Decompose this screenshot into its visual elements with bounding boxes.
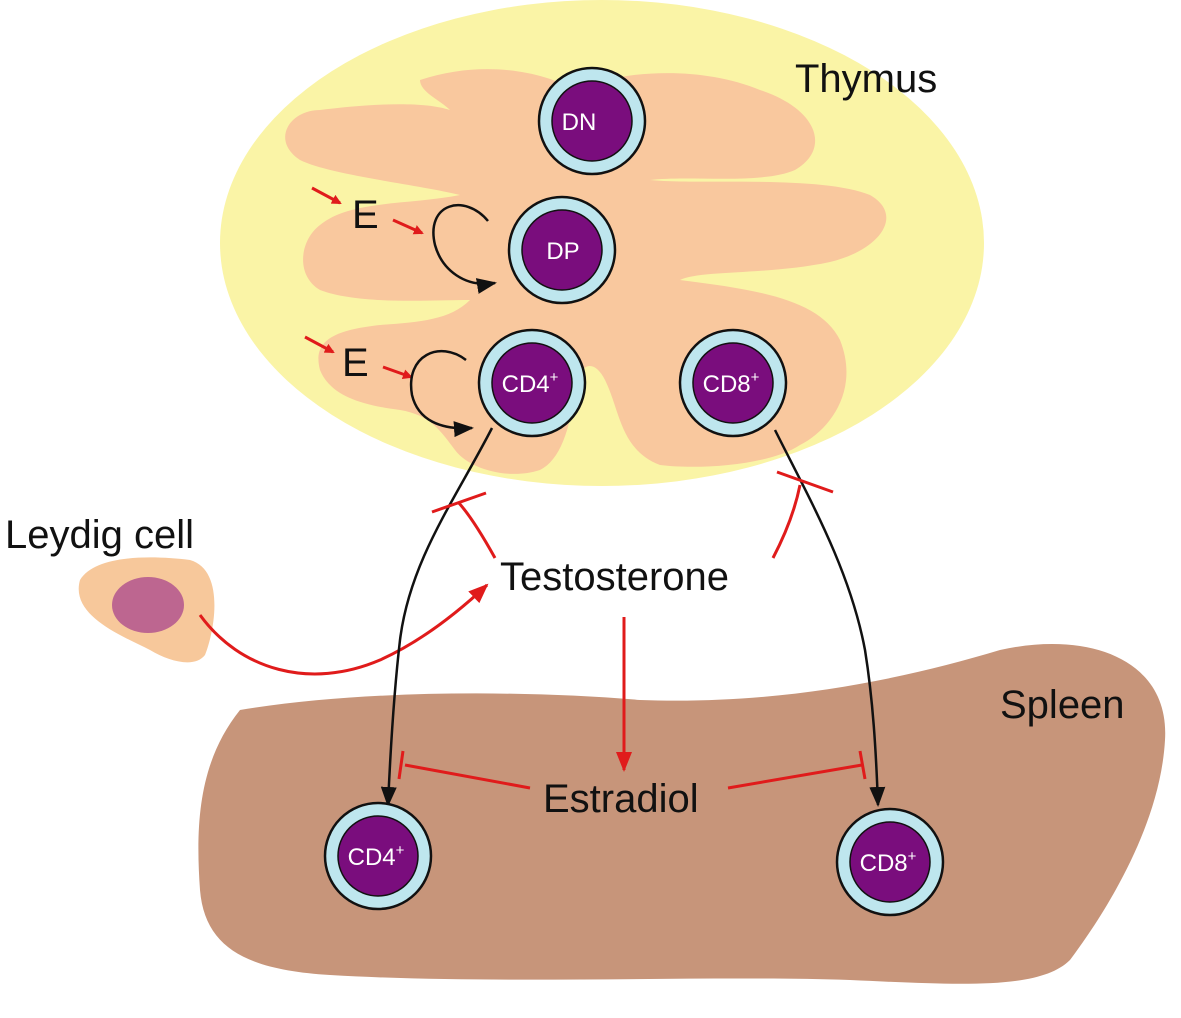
estradiol-label: Estradiol — [543, 777, 699, 821]
testosterone-inhibit-cd4 — [456, 500, 497, 559]
estradiol-inhibit-cd8 — [727, 763, 863, 790]
cell-cd8-thymus-sup: + — [751, 369, 760, 386]
cell-cd8-thymus-label: CD8 — [703, 371, 751, 398]
e2-input-arrow — [304, 335, 335, 354]
cell-dp: DP — [507, 195, 617, 305]
cell-cd8-spleen-sup: + — [908, 848, 917, 865]
svg-text:CD4+: CD4+ — [502, 369, 559, 398]
e1-input-arrow — [311, 186, 342, 205]
cd8-migration-arrow — [773, 429, 886, 807]
cell-dn-label: DN — [562, 109, 597, 136]
cell-cd4-spleen-sup: + — [396, 842, 405, 859]
estradiol-inhibit-cd4 — [404, 763, 531, 790]
cd4-proliferation-loop — [409, 349, 474, 438]
estradiol-inhibit-cd4-bar — [397, 750, 405, 780]
cell-dn: DN — [537, 66, 647, 176]
e2-label: E — [342, 341, 369, 385]
svg-text:CD4+: CD4+ — [348, 842, 405, 871]
e1-label: E — [352, 193, 379, 237]
estradiol-inhibit-cd8-bar — [858, 750, 867, 780]
svg-text:CD8+: CD8+ — [860, 848, 917, 877]
cell-cd8-spleen: CD8+ — [835, 807, 945, 917]
testosterone-inhibit-cd8 — [771, 484, 802, 559]
cell-cd4-spleen-label: CD4 — [348, 844, 396, 871]
leydig-nucleus — [112, 577, 184, 633]
testosterone-inhibit-cd8-bar — [776, 470, 834, 494]
cell-cd4-thymus-label: CD4 — [502, 371, 550, 398]
testosterone-label: Testosterone — [500, 555, 729, 599]
svg-text:CD8+: CD8+ — [703, 369, 760, 398]
cd4-migration-arrow — [380, 427, 494, 807]
leydig-to-testosterone-arrow — [198, 583, 489, 676]
e1-output-arrow — [392, 218, 424, 235]
leydig-label: Leydig cell — [5, 513, 194, 557]
testosterone-inhibit-cd4-bar — [431, 491, 487, 514]
cell-cd8-thymus: CD8+ — [678, 328, 788, 438]
dp-proliferation-loop — [432, 203, 497, 294]
thymus-label: Thymus — [795, 57, 937, 101]
e2-output-arrow — [382, 365, 413, 380]
spleen-label: Spleen — [1000, 683, 1125, 727]
cell-cd8-spleen-label: CD8 — [860, 850, 908, 877]
cell-cd4-spleen: CD4+ — [323, 801, 433, 911]
cell-cd4-thymus: CD4+ — [477, 328, 587, 438]
cell-dp-label: DP — [546, 238, 579, 265]
cell-cd4-thymus-sup: + — [550, 369, 559, 386]
